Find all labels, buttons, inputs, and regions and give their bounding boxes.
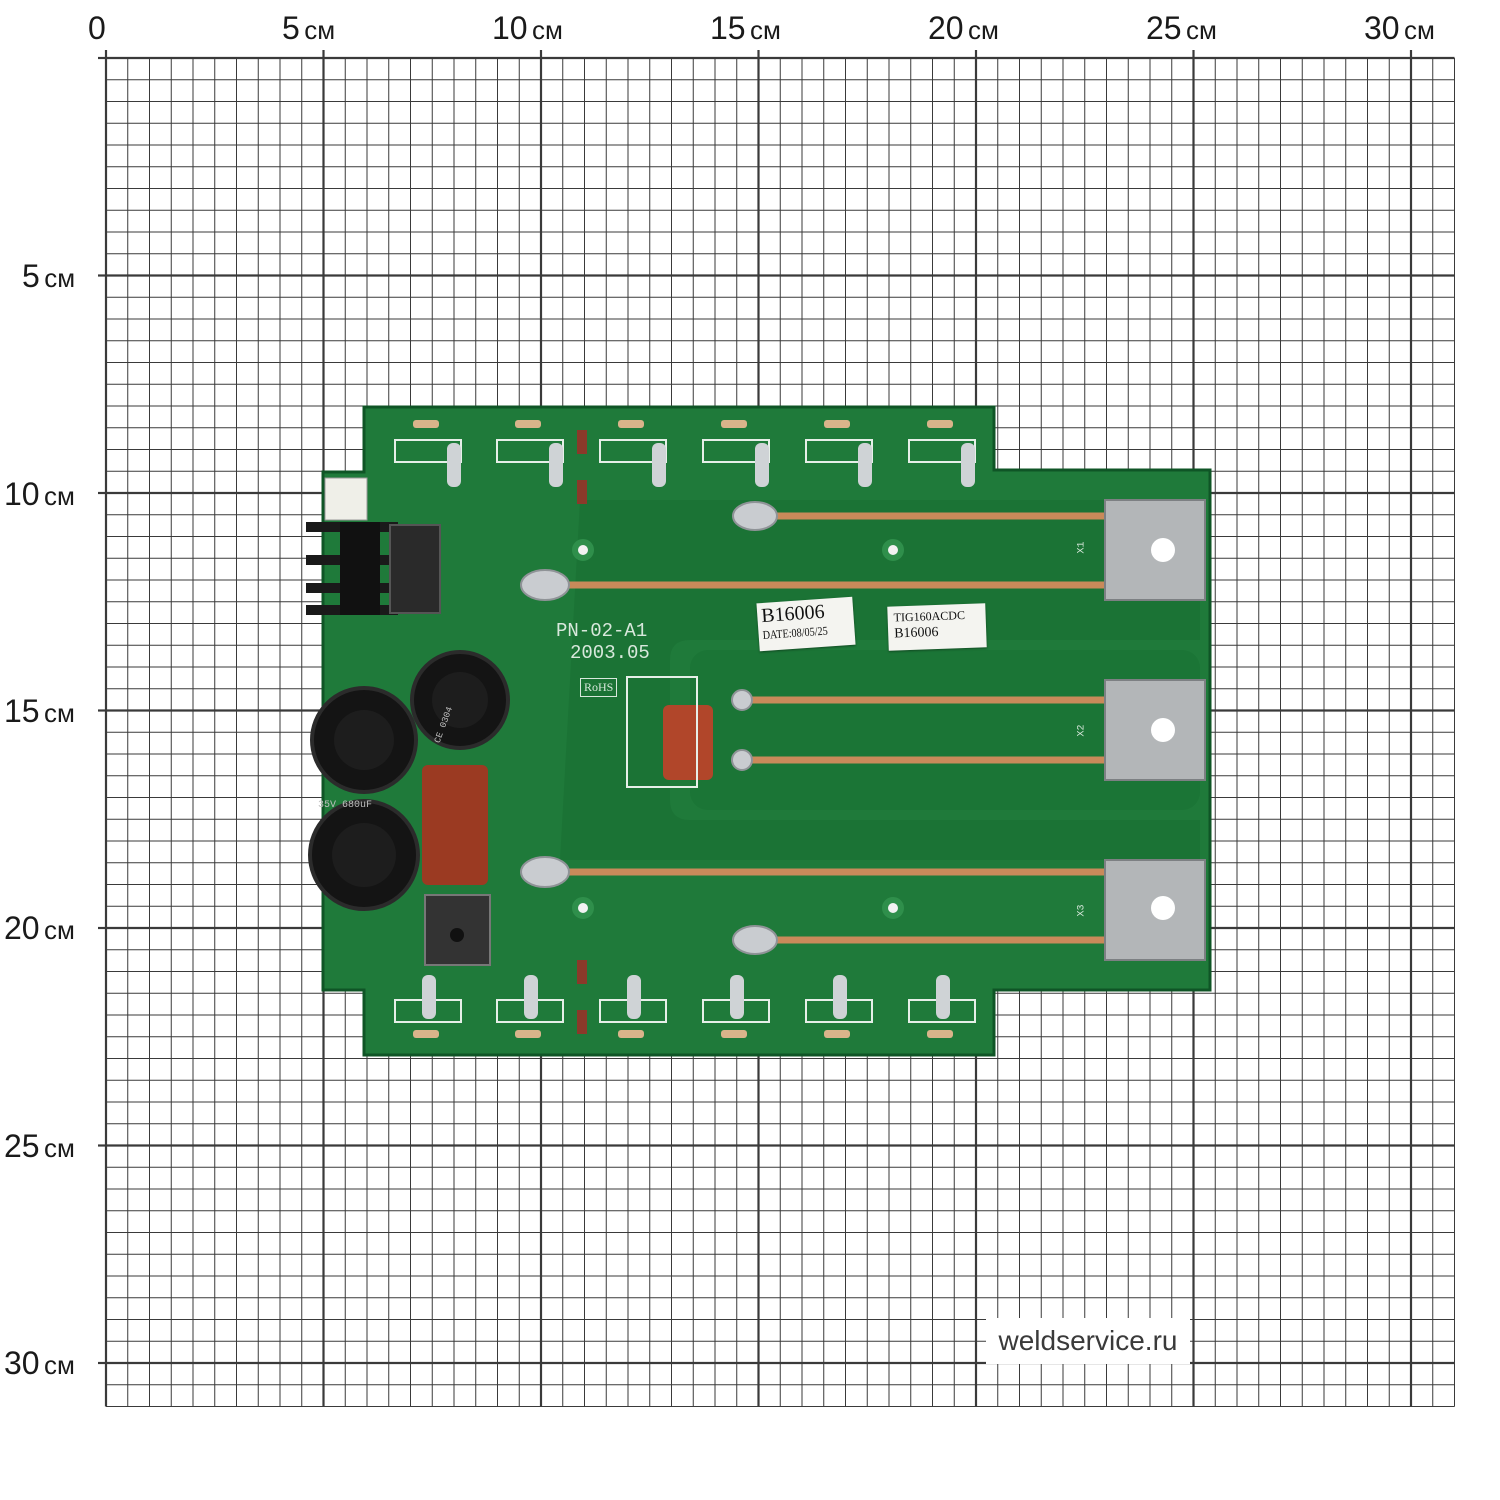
x-axis-label-0: 0 [88,10,106,46]
film-capacitors [422,676,713,885]
terminal-label-x2: X2 [1076,724,1088,737]
watermark: weldservice.ru [986,1318,1190,1364]
y-axis-label-30: 30 см [4,1345,75,1381]
x-axis-label-5: 5 см [282,10,336,46]
rohs-mark: RoHS [580,678,618,697]
circuit-board [306,405,1212,1057]
mounting-holes [572,539,904,919]
heatsink [306,477,441,615]
sticker-model-batch: B16006 [893,624,939,642]
x-axis-label-30: 30 см [1364,10,1435,46]
x-axis-label-15: 15 см [710,10,781,46]
sticker-model: TIG160ACDC B16006 [887,603,987,651]
x-axis-label-10: 10 см [492,10,563,46]
y-axis-label-25: 25 см [4,1128,75,1164]
trace-strip [690,650,1200,810]
pcb-date-label: 2003.05 [570,642,650,664]
power-transistor [424,894,491,966]
terminal-label-x1: X1 [1076,541,1088,554]
top-transistor-row [394,420,976,504]
x-axis-label-20: 20 см [928,10,999,46]
capacitor-label-2: 35V 680uF [318,800,373,811]
y-axis-label-5: 5 см [22,258,76,294]
bottom-transistor-row [394,960,976,1038]
electrolytic-capacitors [308,650,510,911]
sticker-batch-date: B16006 DATE:08/05/25 [756,596,856,652]
copper-bus-wires [546,512,1119,944]
x-axis-label-25: 25 см [1146,10,1217,46]
pcb-model-label: PN-02-A1 [556,620,648,642]
solder-joints [520,501,778,955]
y-axis-label-20: 20 см [4,910,75,946]
terminal-lugs [1104,499,1206,961]
terminal-label-x3: X3 [1076,904,1088,917]
copper-pour-top [560,500,1200,860]
y-axis-label-10: 10 см [4,476,75,512]
y-axis-label-15: 15 см [4,693,75,729]
